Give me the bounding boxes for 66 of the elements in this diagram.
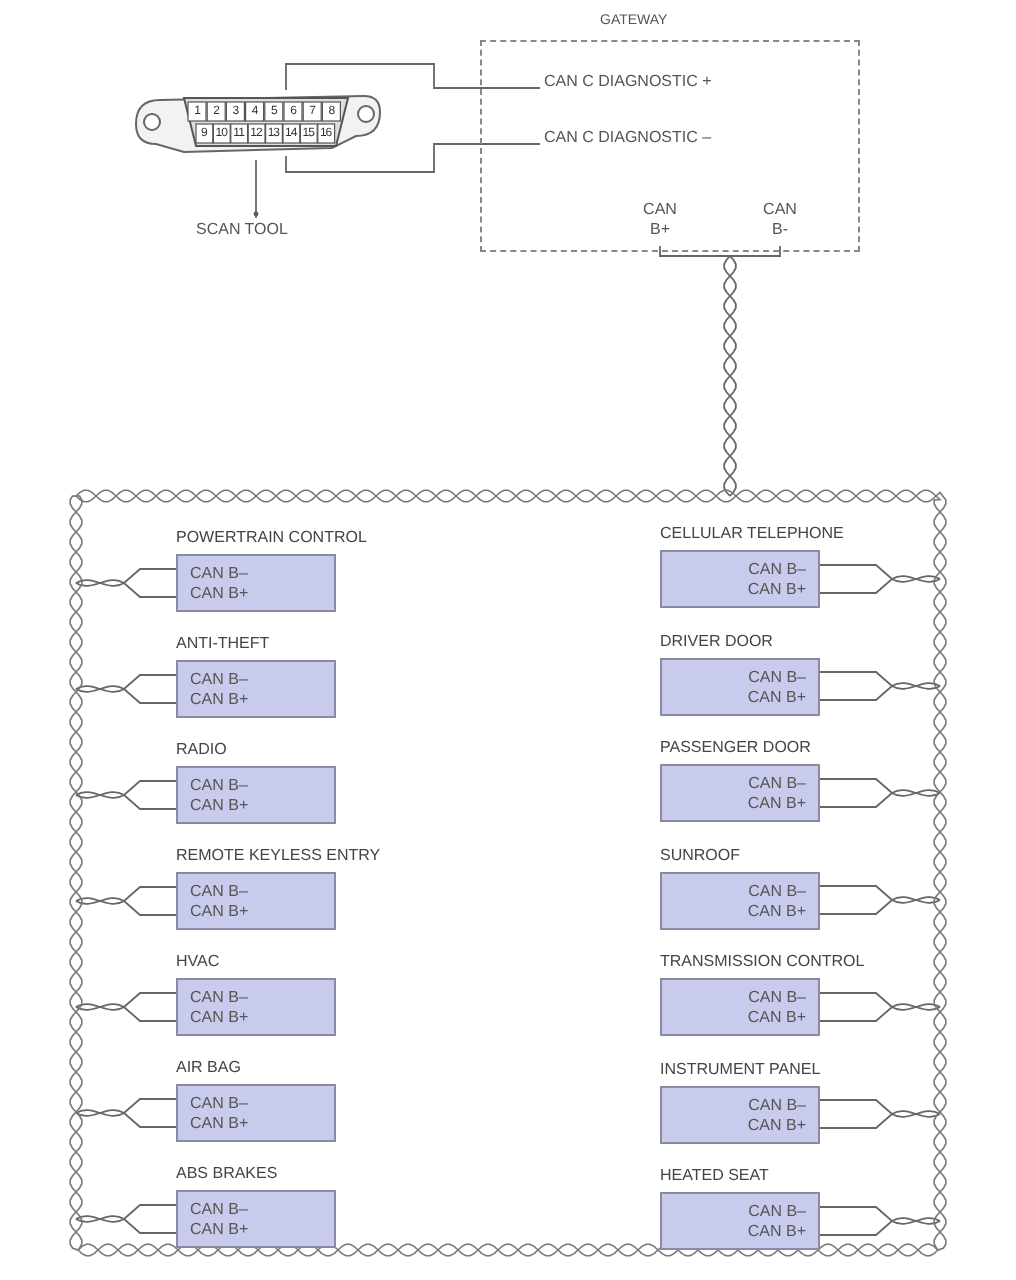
twisted-pair-wire	[819, 778, 941, 808]
module-label: RADIO	[176, 740, 227, 760]
pin-label: CAN B+	[190, 584, 251, 604]
twisted-pair-wire	[75, 992, 177, 1022]
pin-label: CAN B+	[745, 901, 806, 921]
module-label: TRANSMISSION CONTROL	[660, 952, 865, 972]
module-label: PASSENGER DOOR	[660, 738, 811, 758]
pin-label: CAN B–	[190, 988, 250, 1008]
twisted-pair-wire	[75, 674, 177, 704]
pin-label: CAN B–	[190, 776, 250, 796]
module-label: AIR BAG	[176, 1058, 241, 1078]
pin-label: CAN B–	[746, 881, 806, 901]
pin-label: CAN B+	[190, 796, 251, 816]
pin-label: CAN C DIAGNOSTIC –	[544, 128, 724, 148]
twisted-pair-wire	[75, 1204, 177, 1234]
twisted-pair-wire	[659, 245, 737, 497]
wire	[285, 63, 541, 91]
wire	[285, 143, 541, 173]
twisted-pair-wire	[819, 992, 941, 1022]
pin-label: CAN B+	[745, 1115, 806, 1135]
twisted-pair-wire	[75, 1098, 177, 1128]
twisted-pair-wire	[723, 245, 781, 497]
module-label: POWERTRAIN CONTROL	[176, 528, 367, 548]
pin-label: CAN B+	[745, 687, 806, 707]
pin-label: CAN B+	[190, 1008, 251, 1028]
pin-label: CAN B+	[636, 200, 684, 240]
module-label: HVAC	[176, 952, 220, 972]
pin-label: CAN B–	[190, 564, 250, 584]
pin-label: CAN B–	[190, 1094, 250, 1114]
module-label: ANTI-THEFT	[176, 634, 270, 654]
twisted-pair-wire	[75, 568, 177, 598]
pin-label: CAN B–	[190, 670, 250, 690]
pin-label: CAN B+	[745, 1008, 806, 1028]
module-label: INSTRUMENT PANEL	[660, 1059, 821, 1079]
module-label: REMOTE KEYLESS ENTRY	[176, 846, 381, 866]
twisted-pair-wire	[819, 1206, 941, 1236]
twisted-pair-wire	[819, 564, 941, 594]
module-label: DRIVER DOOR	[660, 631, 773, 651]
module-label: CELLULAR TELEPHONE	[660, 524, 844, 544]
pin-label: CAN B+	[745, 580, 806, 600]
module-label: SUNROOF	[660, 845, 740, 865]
pin-label: CAN B–	[746, 988, 806, 1008]
pin-label: CAN B-	[756, 200, 804, 240]
module-label: HEATED SEAT	[660, 1166, 769, 1186]
twisted-pair-wire	[819, 671, 941, 701]
pin-label: CAN B–	[746, 1202, 806, 1222]
leader-line	[255, 159, 257, 219]
pin-label: CAN C DIAGNOSTIC +	[544, 72, 724, 92]
pin-label: CAN B+	[745, 1222, 806, 1242]
pin-label: CAN B+	[745, 794, 806, 814]
twisted-pair-wire	[75, 780, 177, 810]
pin-label: CAN B+	[190, 1114, 251, 1134]
twisted-pair-wire	[819, 1099, 941, 1129]
twisted-pair-wire	[819, 885, 941, 915]
pin-label: CAN B–	[746, 774, 806, 794]
module-label: ABS BRAKES	[176, 1164, 278, 1184]
pin-label: CAN B+	[190, 690, 251, 710]
pin-label: CAN B–	[746, 1095, 806, 1115]
pin-label: CAN B–	[190, 1200, 250, 1220]
pin-label: CAN B+	[190, 902, 251, 922]
scan-tool-label: SCAN TOOL	[196, 220, 316, 240]
pin-label: CAN B+	[190, 1220, 251, 1240]
pin-label: CAN B–	[746, 667, 806, 687]
pin-label: CAN B–	[190, 882, 250, 902]
pin-label: CAN B–	[746, 560, 806, 580]
twisted-pair-wire	[75, 886, 177, 916]
